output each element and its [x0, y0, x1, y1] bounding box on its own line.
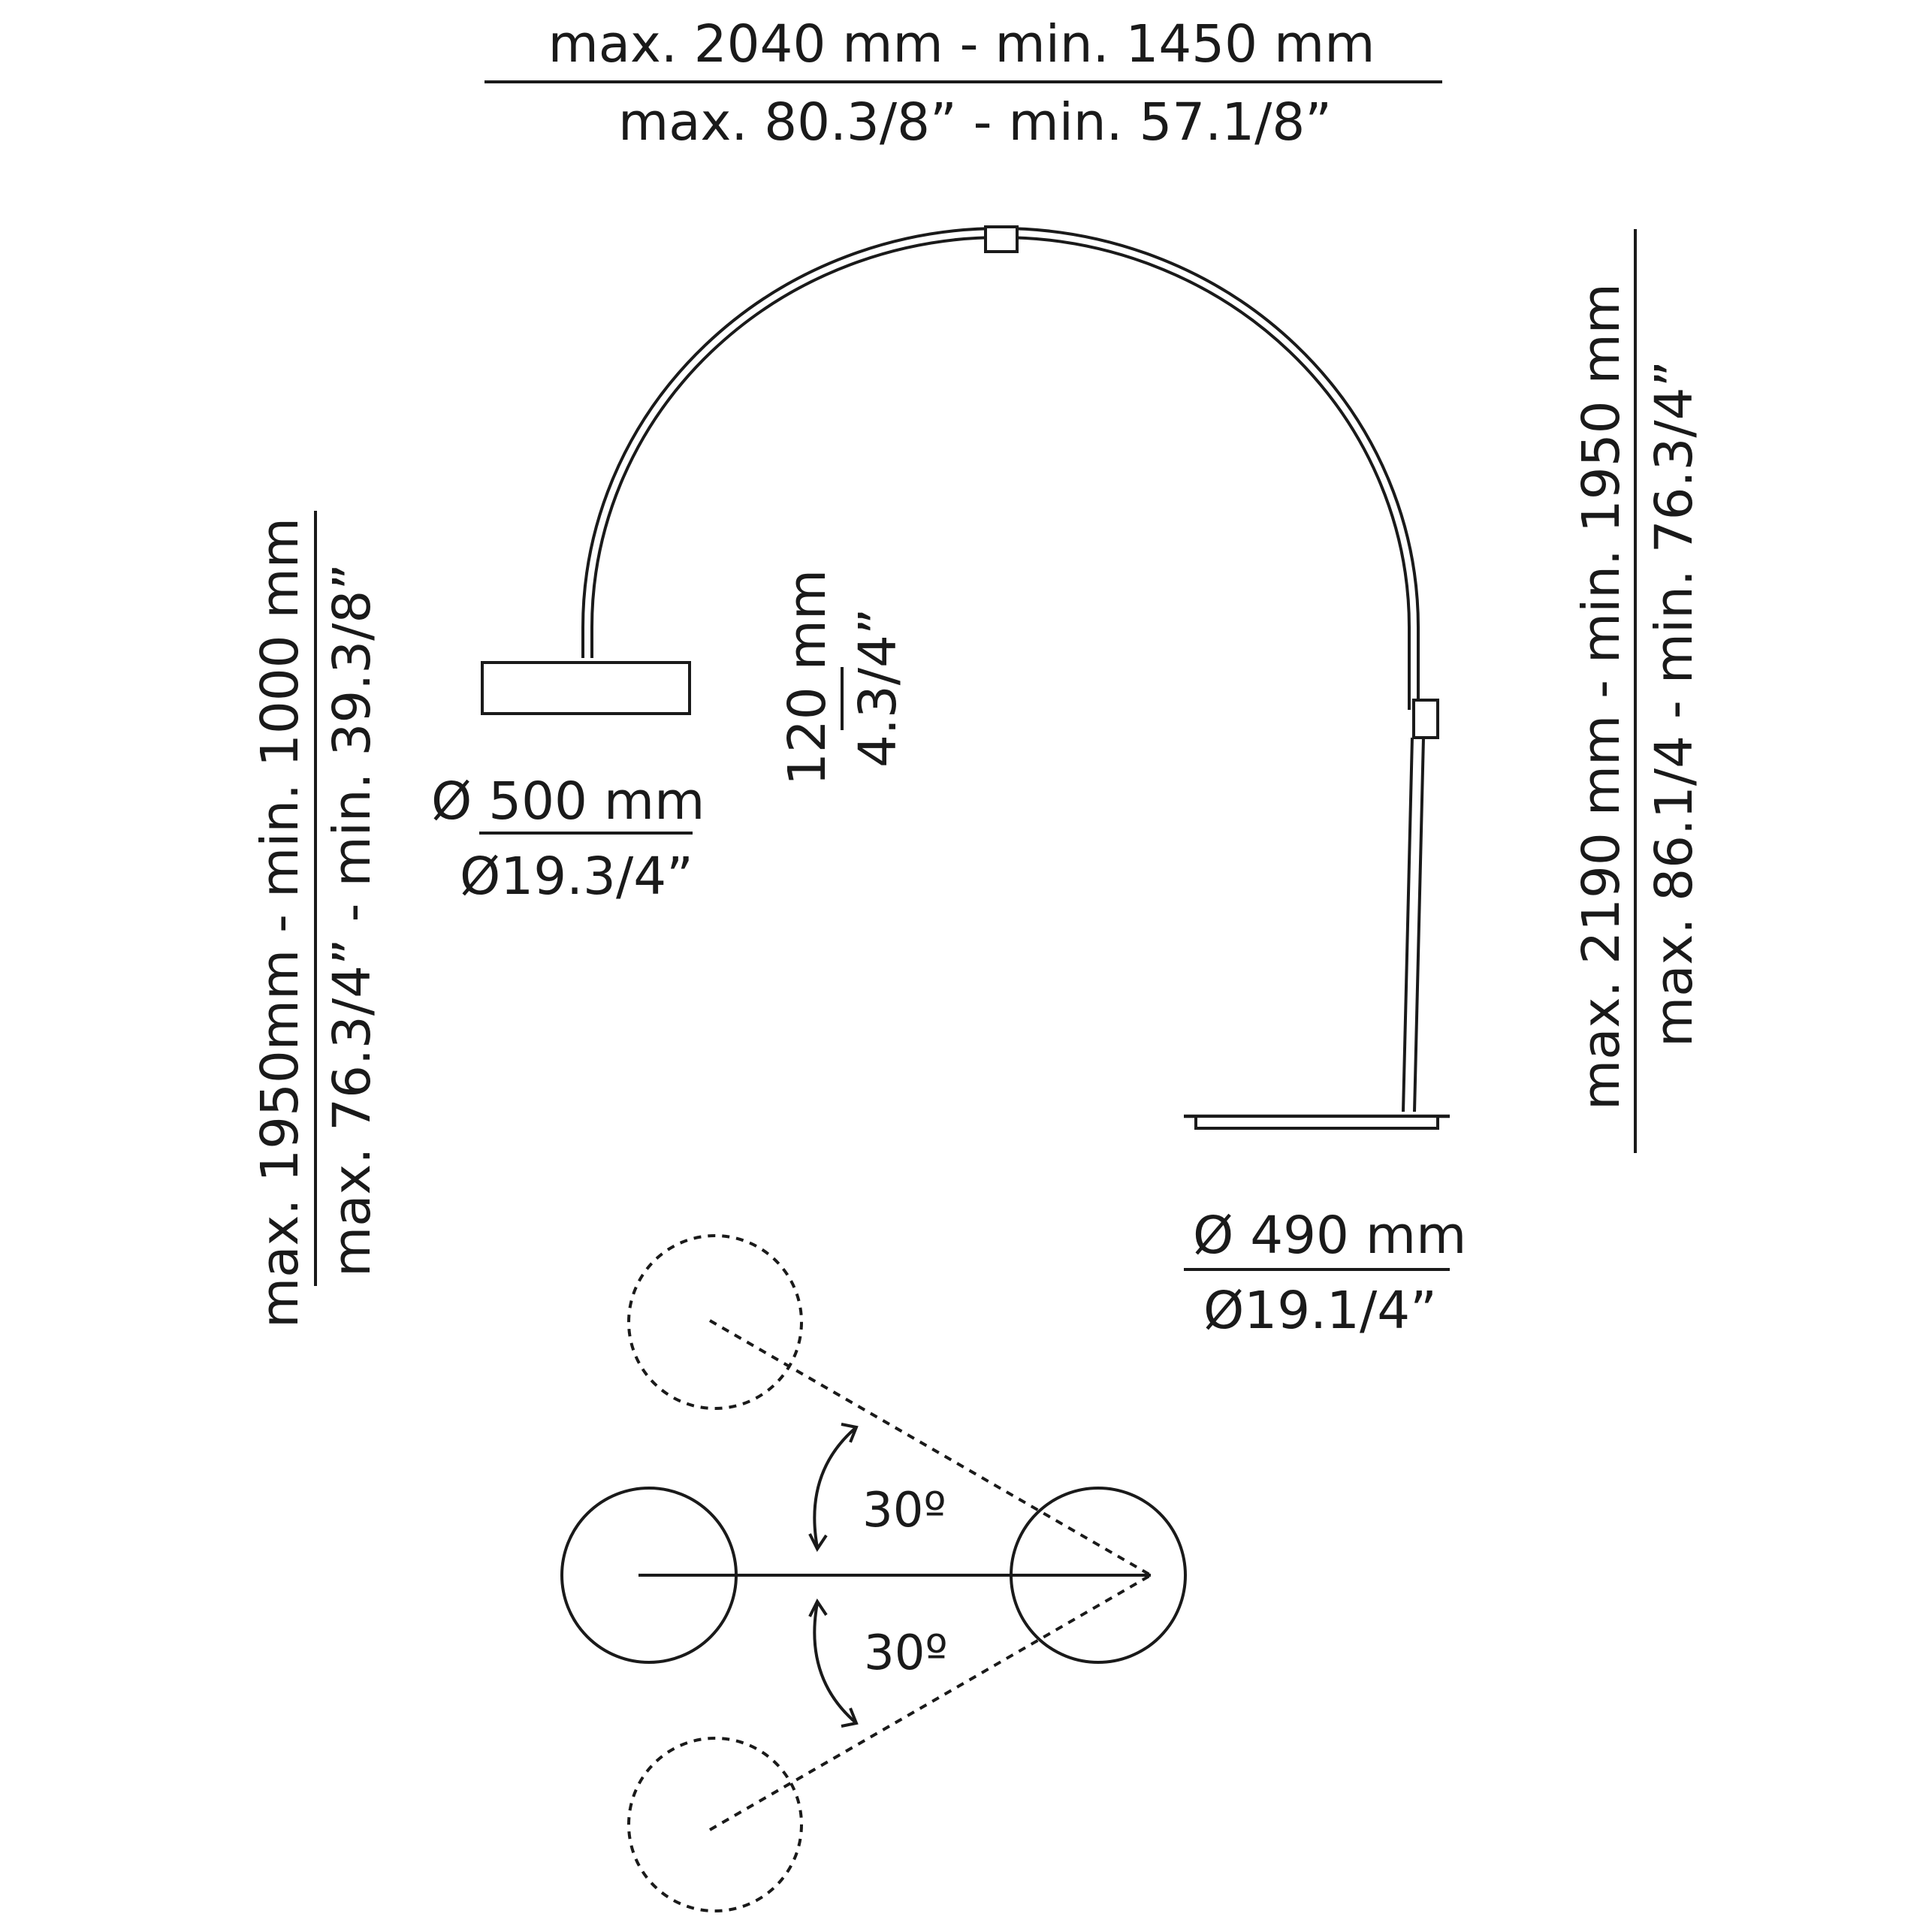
angle-label-lower: 30º [864, 1626, 948, 1681]
lamp-shade [481, 661, 691, 715]
shade-diameter-in-label: Ø19.3/4” [460, 847, 693, 907]
angle-label-upper: 30º [862, 1483, 946, 1538]
shade-height-mm-label: max. 1950mm - min. 1000 mm [250, 518, 310, 1328]
base-plate [1194, 1115, 1439, 1130]
rotated-shade-lower [627, 1737, 803, 1912]
lamp-arc [581, 225, 1420, 710]
angle-arrow-upper [813, 1426, 858, 1548]
base-diameter-mm-label: Ø 490 mm [1193, 1206, 1466, 1266]
stand-joint [1412, 699, 1439, 739]
overall-height-dimension: max. 2190 mm - min. 1950 mm max. 86.1/4 … [1571, 229, 1704, 1153]
rotation-line-lower [708, 1574, 1152, 1831]
shade-depth-in-label: 4.3/4” [848, 608, 908, 768]
shade-depth-mm-label: 120 mm [777, 569, 838, 786]
height-mm-label: max. 2190 mm - min. 1950 mm [1571, 283, 1632, 1110]
shade-diameter-mm-label: Ø 500 mm [431, 771, 705, 832]
shade-depth-dimension: 120 mm 4.3/4” [777, 569, 908, 786]
lamp-stand [1402, 699, 1439, 1112]
shade-height-in-label: max. 76.3/4” - min. 39.3/8” [322, 563, 382, 1277]
shade-height-dimension: max. 1950mm - min. 1000 mm max. 76.3/4” … [250, 511, 382, 1328]
angle-arrow-lower [813, 1602, 858, 1725]
base-diameter-dimension: Ø 490 mm Ø19.1/4” [1184, 1206, 1466, 1341]
lamp-base [1184, 1114, 1450, 1130]
rotation-diagram: 30º 30º [560, 1234, 1187, 1912]
base-diameter-in-label: Ø19.1/4” [1203, 1281, 1437, 1341]
shade-diameter-dimension: Ø 500 mm Ø19.3/4” [431, 771, 705, 907]
rotated-shade-upper [627, 1234, 803, 1410]
width-in-label: max. 80.3/8” - min. 57.1/8” [618, 92, 1332, 152]
height-in-label: max. 86.1/4 - min. 76.3/4” [1644, 361, 1704, 1047]
width-dimension: max. 2040 mm - min. 1450 mm max. 80.3/8”… [485, 14, 1442, 152]
width-mm-label: max. 2040 mm - min. 1450 mm [548, 14, 1375, 74]
arc-top-joint [984, 225, 1019, 253]
